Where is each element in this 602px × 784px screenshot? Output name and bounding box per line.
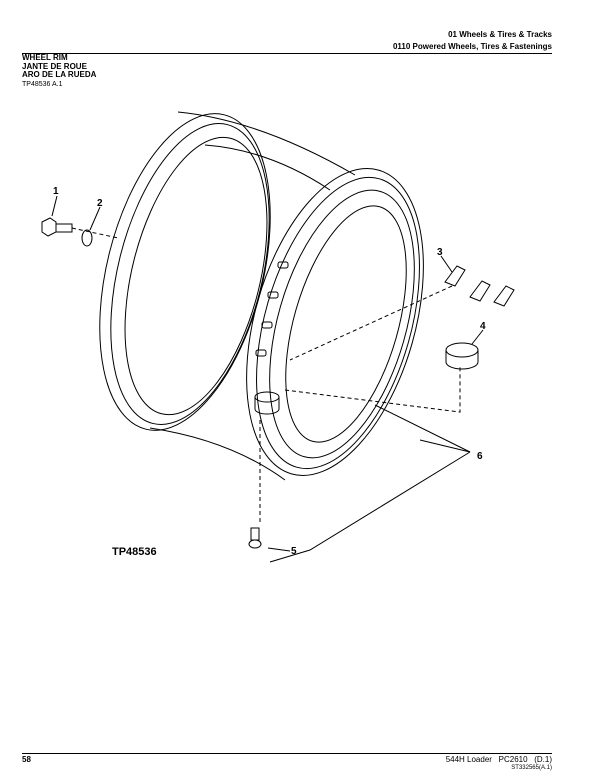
- page-number: 58: [22, 755, 31, 764]
- valve-pad: [254, 391, 280, 415]
- footer-rule: [22, 753, 552, 755]
- bolt-part: [41, 217, 73, 237]
- valve-cap-part: [445, 342, 479, 370]
- washer-part: [81, 229, 93, 247]
- revision: (D.1): [534, 755, 552, 764]
- assembly-leader-lines: [71, 227, 461, 525]
- callout-1: 1: [53, 186, 59, 197]
- callout-leaders: [51, 195, 484, 563]
- title-spanish: ARO DE LA RUEDA: [22, 70, 97, 79]
- model-name: 544H Loader: [445, 755, 492, 764]
- illustration-id: TP48536: [112, 546, 157, 558]
- callout-4: 4: [480, 321, 486, 332]
- rim-front-flange: [246, 168, 424, 476]
- wheel-studs: [255, 261, 289, 357]
- callout-2: 2: [97, 198, 103, 209]
- header-rule: [22, 53, 552, 55]
- figure-reference: TP48536 A.1: [22, 81, 63, 88]
- title-french: JANTE DE ROUE: [22, 61, 87, 71]
- group-heading: 0110 Powered Wheels, Tires & Fastenings: [392, 42, 552, 51]
- callout-6: 6: [477, 451, 483, 462]
- rim-back-flange: [99, 113, 271, 431]
- catalog-number: PC2610: [498, 755, 528, 764]
- part-title: WHEEL RIM JANTE DE ROUE ARO DE LA RUEDA: [22, 53, 97, 80]
- footer-model-line: 544H Loader PC2610 (D.1): [446, 755, 552, 764]
- title-english: WHEEL RIM: [22, 53, 68, 62]
- section-heading: 01 Wheels & Tires & Tracks: [448, 30, 552, 39]
- valve-stem-part: [248, 527, 262, 549]
- callout-3: 3: [437, 247, 443, 258]
- callout-5: 5: [291, 546, 297, 557]
- valve-core-parts: [444, 265, 515, 307]
- document-code: ST332565(A.1): [511, 765, 552, 771]
- rim-barrel: [149, 111, 356, 481]
